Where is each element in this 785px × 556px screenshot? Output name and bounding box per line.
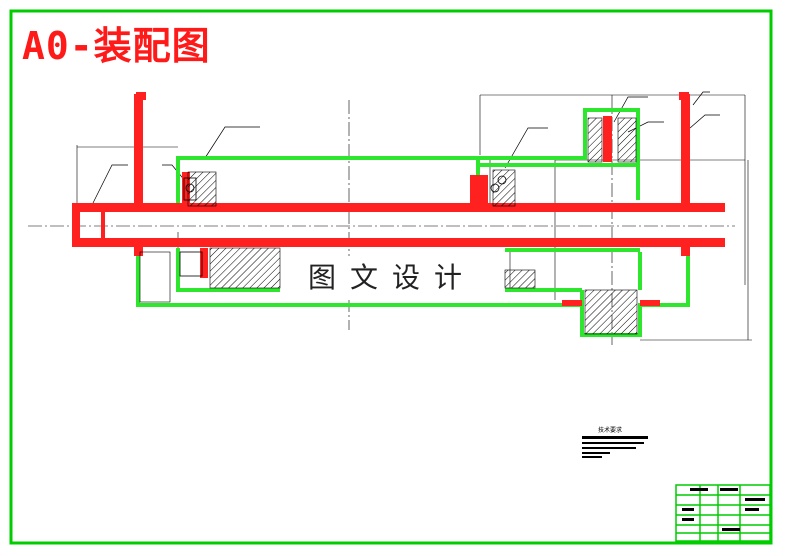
- technical-requirements-lines: [582, 436, 648, 458]
- technical-requirements-title: 技术要求: [598, 427, 623, 434]
- drawing-title: A0-装配图: [22, 24, 211, 68]
- title-block: [675, 484, 771, 542]
- watermark-text: 图文设计: [281, 256, 503, 300]
- outer-frame: [9, 9, 773, 545]
- title-block-entries: [682, 488, 765, 531]
- bearings: [179, 175, 507, 277]
